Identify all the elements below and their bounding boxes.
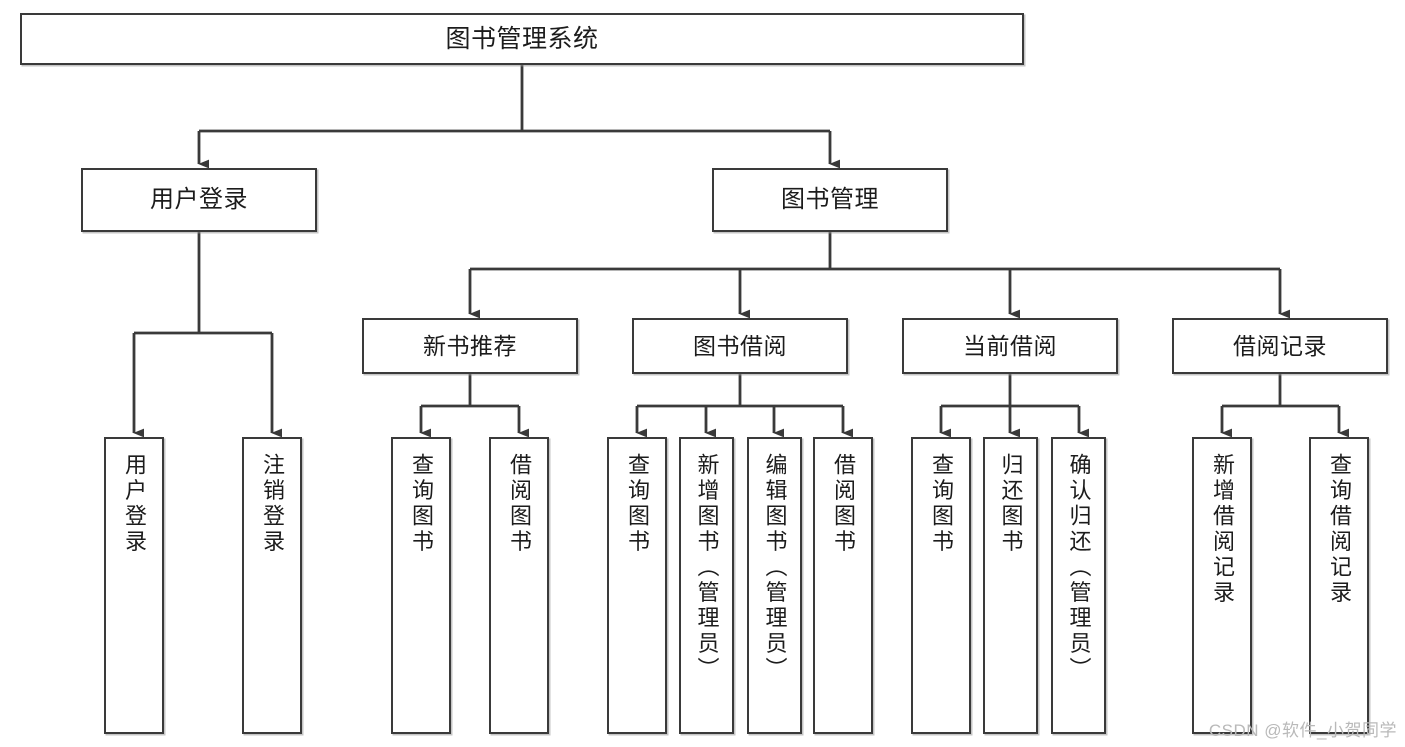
node-leaf-new-book-query[interactable]: 查询图书 [391, 437, 451, 734]
node-user-login-label: 用户登录 [150, 186, 248, 214]
node-new-book-recommend[interactable]: 新书推荐 [362, 318, 578, 374]
node-leaf-label: 查询图书 [409, 453, 434, 555]
node-leaf-user-login-signout[interactable]: 注销登录 [242, 437, 302, 734]
node-leaf-label: 注销登录 [260, 453, 285, 555]
node-root-label: 图书管理系统 [445, 24, 599, 53]
node-leaf-label: 借阅图书 [831, 453, 856, 555]
node-leaf-label: 编辑图书（管理员） [762, 453, 788, 683]
node-leaf-label: 归还图书 [998, 453, 1024, 555]
node-leaf-label: 查询图书 [625, 453, 650, 555]
node-book-management-label: 图书管理 [781, 186, 879, 214]
node-leaf-user-login-signin[interactable]: 用户登录 [104, 437, 164, 734]
node-book-borrow[interactable]: 图书借阅 [632, 318, 848, 374]
node-leaf-borrow-query-book[interactable]: 查询图书 [607, 437, 667, 734]
node-new-book-recommend-label: 新书推荐 [423, 332, 517, 359]
node-leaf-current-confirm-return-admin[interactable]: 确认归还（管理员） [1051, 437, 1106, 734]
node-leaf-record-query-record[interactable]: 查询借阅记录 [1309, 437, 1369, 734]
node-user-login[interactable]: 用户登录 [81, 168, 317, 232]
node-leaf-record-add-record[interactable]: 新增借阅记录 [1192, 437, 1252, 734]
csdn-watermark: CSDN @软件_小贺同学 [1208, 721, 1397, 740]
node-current-borrow[interactable]: 当前借阅 [902, 318, 1118, 374]
node-leaf-label: 查询图书 [929, 453, 954, 555]
node-leaf-label: 新增图书（管理员） [694, 453, 720, 683]
node-root-book-management-system[interactable]: 图书管理系统 [20, 13, 1024, 65]
node-leaf-label: 用户登录 [122, 453, 147, 555]
node-leaf-current-query-book[interactable]: 查询图书 [911, 437, 971, 734]
node-leaf-borrow-borrow-book[interactable]: 借阅图书 [813, 437, 873, 734]
node-leaf-label: 确认归还（管理员） [1066, 453, 1092, 683]
node-current-borrow-label: 当前借阅 [963, 332, 1057, 359]
node-borrow-record-label: 借阅记录 [1233, 332, 1327, 359]
node-leaf-borrow-add-book-admin[interactable]: 新增图书（管理员） [679, 437, 734, 734]
node-leaf-label: 借阅图书 [507, 453, 532, 555]
node-leaf-label: 查询借阅记录 [1327, 453, 1352, 606]
node-leaf-borrow-edit-book-admin[interactable]: 编辑图书（管理员） [747, 437, 802, 734]
node-leaf-current-return-book[interactable]: 归还图书 [983, 437, 1038, 734]
node-book-management[interactable]: 图书管理 [712, 168, 948, 232]
node-book-borrow-label: 图书借阅 [693, 332, 787, 359]
node-borrow-record[interactable]: 借阅记录 [1172, 318, 1388, 374]
node-leaf-new-book-borrow[interactable]: 借阅图书 [489, 437, 549, 734]
node-leaf-label: 新增借阅记录 [1210, 453, 1235, 606]
